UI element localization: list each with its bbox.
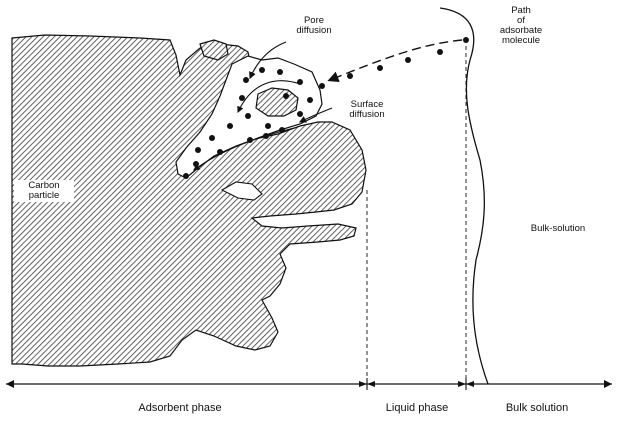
adsorbate-path-label-line-4: molecule bbox=[486, 36, 556, 46]
axis-right-arrowhead bbox=[604, 380, 612, 388]
axis-left-arrowhead bbox=[6, 380, 14, 388]
pore-diffusion-label: Pore diffusion bbox=[284, 16, 344, 36]
adsorbate-path-label: Path of adsorbate molecule bbox=[486, 6, 556, 46]
adsorbent-phase-label: Adsorbent phase bbox=[100, 402, 260, 414]
bulk-solution-phase-label: Bulk solution bbox=[482, 402, 592, 414]
bulk-solution-boundary bbox=[440, 8, 488, 384]
bulk-solution-label: Bulk-solution bbox=[516, 224, 600, 234]
pore-diffusion-label-line-2: diffusion bbox=[284, 26, 344, 36]
liquid-phase-label: Liquid phase bbox=[370, 402, 464, 414]
carbon-particle-label: Carbon particle bbox=[14, 180, 74, 202]
pore-island bbox=[256, 88, 298, 116]
surface-diffusion-label: Surface diffusion bbox=[336, 100, 398, 120]
surface-diffusion-label-line-2: diffusion bbox=[336, 110, 398, 120]
carbon-particle-label-line-2: particle bbox=[14, 191, 74, 201]
